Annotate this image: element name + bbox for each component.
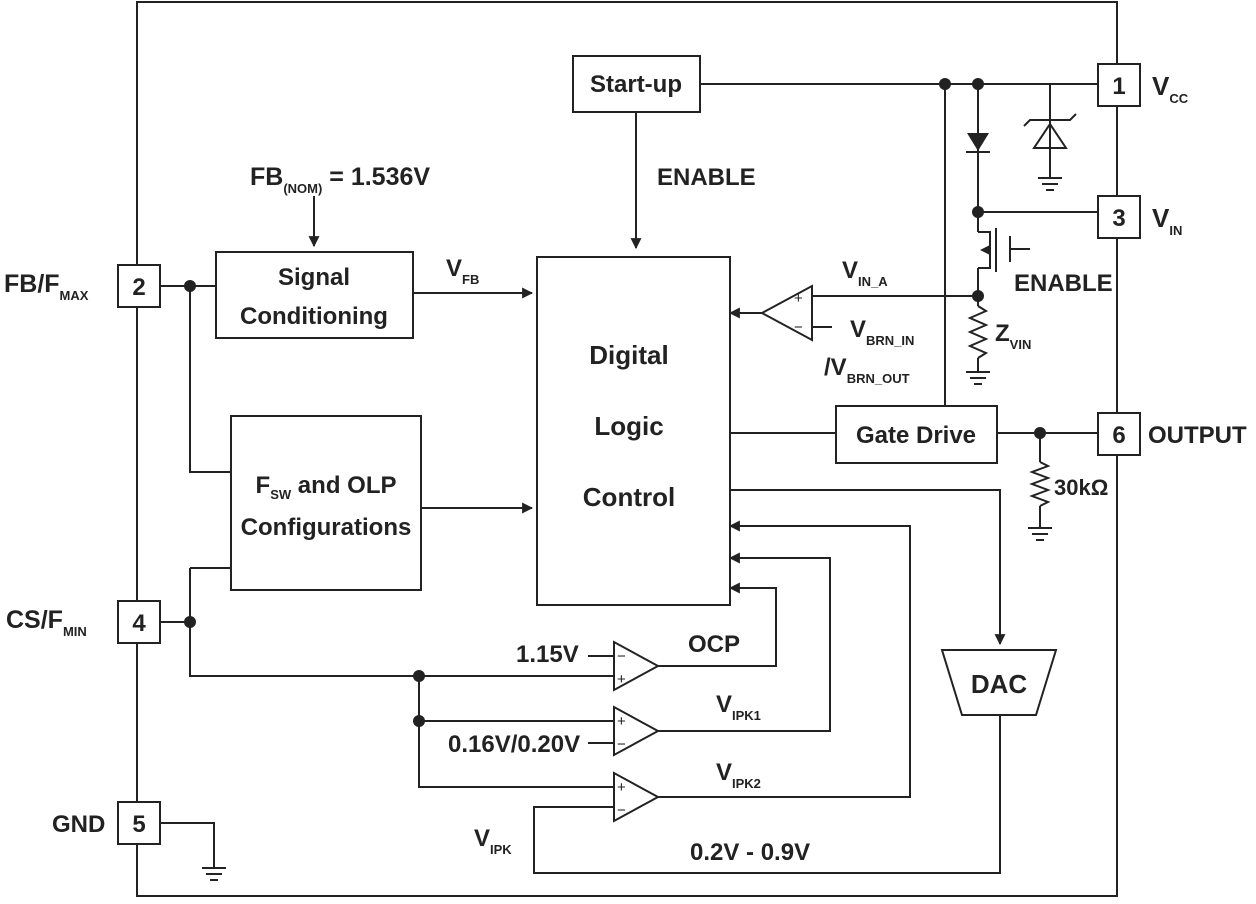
pin-3: 3 VIN xyxy=(1097,195,1182,239)
vbrn-out-label: /VBRN_OUT xyxy=(824,354,910,386)
vipk1-reference-label: 0.16V/0.20V xyxy=(448,731,580,758)
comparator-plus-sign: + xyxy=(617,779,626,796)
signal-conditioning-label-line2: Conditioning xyxy=(240,303,388,330)
resistor-zvin-icon xyxy=(967,305,989,359)
pin-6-name: OUTPUT xyxy=(1148,422,1247,449)
fb-nom-label: FB(NOM) = 1.536V xyxy=(250,163,430,196)
resistor-30k-icon xyxy=(1029,461,1051,507)
pin-2-number: 2 xyxy=(132,274,145,301)
pin-1: 1 VCC xyxy=(1097,63,1189,107)
ocp-comparator: − + xyxy=(613,640,661,692)
fsw-olp-label-line1: FSW and OLP xyxy=(256,472,397,502)
vipk2-comparator: + − xyxy=(613,771,661,823)
pin-6-number: 6 xyxy=(1112,422,1125,449)
junction-dots xyxy=(184,78,1046,727)
vipk1-comparator: + − xyxy=(613,705,661,757)
pin-2-name: FB/FMAX xyxy=(4,270,89,303)
pin-2: 2 FB/FMAX xyxy=(4,264,161,308)
comparator-minus-sign: − xyxy=(794,319,803,336)
signal-conditioning-block: Signal Conditioning xyxy=(215,251,414,339)
comparator-plus-sign: + xyxy=(794,290,803,307)
wires xyxy=(160,83,1098,874)
vipk-label: VIPK xyxy=(474,825,512,857)
pin-3-name: VIN xyxy=(1152,203,1182,238)
logic-label-line3: Control xyxy=(583,482,675,512)
comparator-minus-sign: − xyxy=(617,648,626,665)
ground-icon xyxy=(1028,527,1052,541)
startup-label: Start-up xyxy=(590,71,682,98)
comparator-minus-sign: − xyxy=(617,736,626,753)
dac-label: DAC xyxy=(971,669,1028,699)
vipk1-label: VIPK1 xyxy=(716,691,761,723)
pin-4-number: 4 xyxy=(132,610,146,637)
comparator-minus-sign: − xyxy=(617,802,626,819)
fsw-olp-block: FSW and OLP Configurations xyxy=(230,415,422,591)
vipk2-label: VIPK2 xyxy=(716,759,761,791)
logic-label-line1: Digital xyxy=(589,340,668,370)
ground-icon xyxy=(1038,177,1062,191)
gate-drive-label: Gate Drive xyxy=(856,422,976,449)
vbrn-in-label: VBRN_IN xyxy=(850,316,914,348)
enable-switch-label: ENABLE xyxy=(1014,270,1113,297)
pin-1-name: VCC xyxy=(1152,71,1189,106)
pin-6: 6 OUTPUT xyxy=(1097,412,1247,456)
pin-4-name: CS/FMIN xyxy=(6,606,87,639)
digital-logic-block: Digital Logic Control xyxy=(536,256,731,606)
vfb-label: VFB xyxy=(446,255,479,287)
pin-3-number: 3 xyxy=(1112,205,1125,232)
diode-icon xyxy=(966,133,990,153)
brownin-comparator: + − xyxy=(759,284,813,342)
pin-5-number: 5 xyxy=(132,811,145,838)
pin-5-name: GND xyxy=(52,811,105,838)
dac-block: DAC xyxy=(940,649,1058,716)
comparator-plus-sign: + xyxy=(617,671,626,688)
dac-range-label: 0.2V - 0.9V xyxy=(690,839,810,866)
ground-icon xyxy=(202,867,226,881)
pin-5: 5 GND xyxy=(52,801,161,845)
ocp-reference-label: 1.15V xyxy=(516,641,579,668)
pin-1-number: 1 xyxy=(1112,73,1125,100)
ocp-label: OCP xyxy=(688,631,740,658)
fsw-olp-label-line2: Configurations xyxy=(241,514,412,541)
enable-startup-label: ENABLE xyxy=(657,164,756,191)
comparator-plus-sign: + xyxy=(617,713,626,730)
mosfet-switch-icon xyxy=(978,228,1030,272)
zvin-label: ZVIN xyxy=(995,320,1031,352)
signal-conditioning-label-line1: Signal xyxy=(278,264,350,291)
startup-block: Start-up xyxy=(572,55,701,113)
gate-drive-block: Gate Drive xyxy=(835,405,998,464)
zener-diode-icon xyxy=(1023,113,1077,149)
pin-4: 4 CS/FMIN xyxy=(6,600,161,644)
resistor-30k-label: 30kΩ xyxy=(1054,475,1108,500)
ground-icon xyxy=(966,371,990,385)
vin-a-label: VIN_A xyxy=(842,257,888,289)
logic-label-line2: Logic xyxy=(594,411,663,441)
